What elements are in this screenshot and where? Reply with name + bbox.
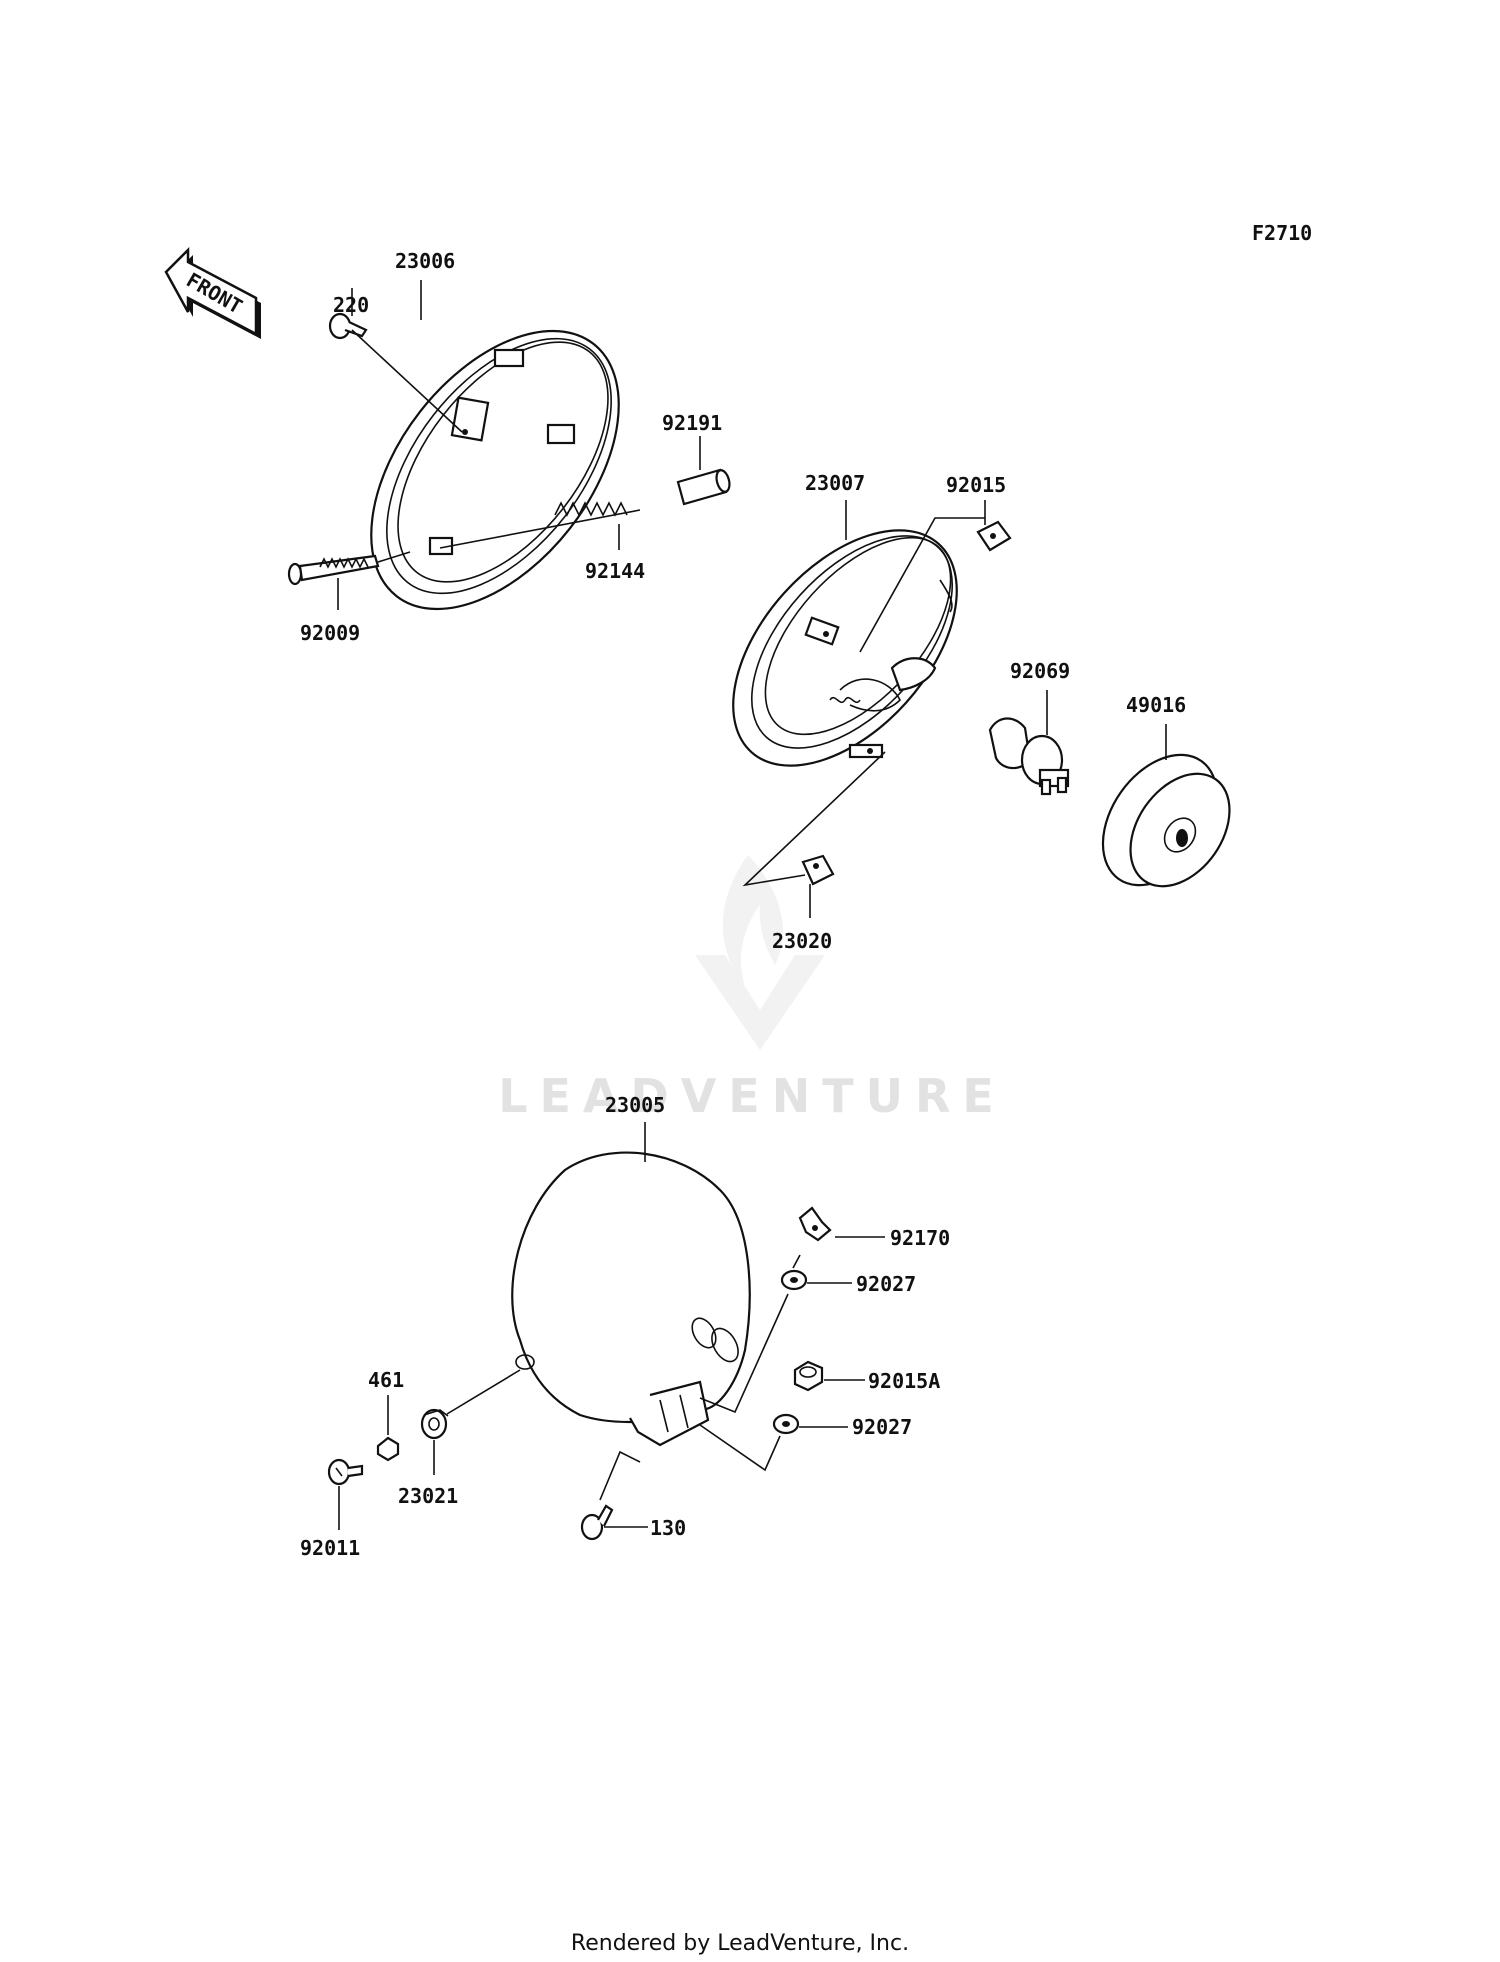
- part-461-nut: [376, 1436, 400, 1462]
- callout-23005: 23005: [605, 1093, 665, 1117]
- watermark-text: LEADVENTURE: [498, 1069, 1006, 1123]
- callout-92027-upper: 92027: [856, 1272, 916, 1296]
- part-23007-headlight-unit: [732, 529, 958, 767]
- callout-23020: 23020: [772, 929, 832, 953]
- callout-92011: 92011: [300, 1536, 360, 1560]
- part-130-bolt: [580, 1504, 614, 1541]
- figure-code: F2710: [1252, 221, 1312, 245]
- callout-220: 220: [333, 293, 369, 317]
- callout-92069: 92069: [1010, 659, 1070, 683]
- part-92027-washer-lower: [772, 1413, 800, 1435]
- callout-92009: 92009: [300, 621, 360, 645]
- callout-92191: 92191: [662, 411, 722, 435]
- part-92191-sleeve: [676, 468, 731, 506]
- part-92009-screw: [287, 554, 380, 586]
- callout-23007: 23007: [805, 471, 865, 495]
- leadventure-watermark-logo: [695, 855, 825, 1050]
- callout-23006: 23006: [395, 249, 455, 273]
- callout-23021: 23021: [398, 1484, 458, 1508]
- callout-92027-lower: 92027: [852, 1415, 912, 1439]
- callout-92015A: 92015A: [868, 1369, 940, 1393]
- part-92170-bracket: [798, 1206, 832, 1242]
- callout-461: 461: [368, 1368, 404, 1392]
- callout-130: 130: [650, 1516, 686, 1540]
- part-23020-adjuster: [801, 854, 835, 886]
- callout-92144: 92144: [585, 559, 645, 583]
- part-92069-bulb: [988, 717, 1070, 796]
- callout-49016: 49016: [1126, 693, 1186, 717]
- part-23005-housing: [511, 1151, 751, 1447]
- footer-credit: Rendered by LeadVenture, Inc.: [571, 1931, 909, 1956]
- callout-92015: 92015: [946, 473, 1006, 497]
- part-49016-boot: [1101, 753, 1231, 888]
- part-92015-nut: [976, 520, 1012, 552]
- part-23021-grommet: [420, 1408, 449, 1440]
- front-arrow-icon: FRONT: [164, 246, 261, 339]
- part-92011-screw: [327, 1458, 364, 1486]
- part-220-screw: [328, 312, 368, 340]
- part-92015A-nut: [793, 1360, 824, 1392]
- part-23006-rim: [370, 329, 620, 611]
- callout-92170: 92170: [890, 1226, 950, 1250]
- part-92027-washer-upper: [780, 1269, 808, 1291]
